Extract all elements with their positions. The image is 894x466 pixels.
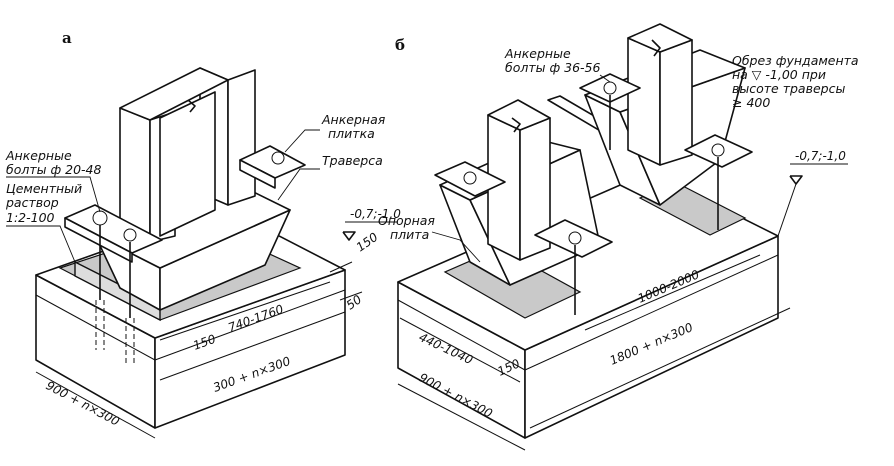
panel-a-column	[119, 67, 256, 243]
a-anchor-bolts-label-2: болты ф 20-48	[6, 162, 102, 177]
a-level-label: -0,7;-1,0	[350, 207, 401, 221]
a-cement-mortar-label-1: Цементный	[6, 181, 82, 196]
a-anchor-plate-label-2: плитка	[328, 126, 375, 141]
b-support-plate-label-2: плита	[390, 227, 429, 242]
panel-b-label: б	[395, 36, 405, 54]
panel-b: б	[378, 23, 859, 451]
a-anchor-plate-label-1: Анкерная	[321, 112, 386, 127]
b-foundation-cut-label-2: на ▽ -1,00 при	[732, 67, 826, 82]
panel-a: а	[5, 29, 401, 439]
b-anchor-bolts-label-1: Анкерные	[504, 46, 571, 61]
panel-b-column-rear	[627, 23, 693, 166]
b-foundation-cut-label-4: ≥ 400	[732, 95, 770, 110]
panel-a-anchor-bolts	[95, 225, 135, 366]
b-foundation-cut-label-3: высоте траверсы	[732, 81, 845, 96]
b-anchor-bolts-label-2: болты ф 36-56	[505, 60, 601, 75]
panel-b-anchor-bolts	[574, 95, 719, 315]
a-traverse-label: Траверса	[322, 153, 383, 168]
a-anchor-bolts-label-1: Анкерные	[5, 148, 72, 163]
b-level-label: -0,7;-1,0	[795, 149, 846, 163]
b-support-plate-label-1: Опорная	[378, 213, 435, 228]
a-cement-mortar-label-2: раствор	[5, 195, 59, 210]
b-foundation-cut-label-1: Обрез фундамента	[732, 53, 859, 68]
a-dim-150-top: 150	[354, 230, 381, 255]
panel-b-anchor-plates	[434, 73, 753, 258]
panel-a-label: а	[62, 29, 72, 47]
panel-b-column-front	[487, 99, 551, 261]
panel-a-anchor-plates	[64, 145, 306, 263]
a-cement-mortar-label-3: 1:2-100	[6, 210, 55, 225]
